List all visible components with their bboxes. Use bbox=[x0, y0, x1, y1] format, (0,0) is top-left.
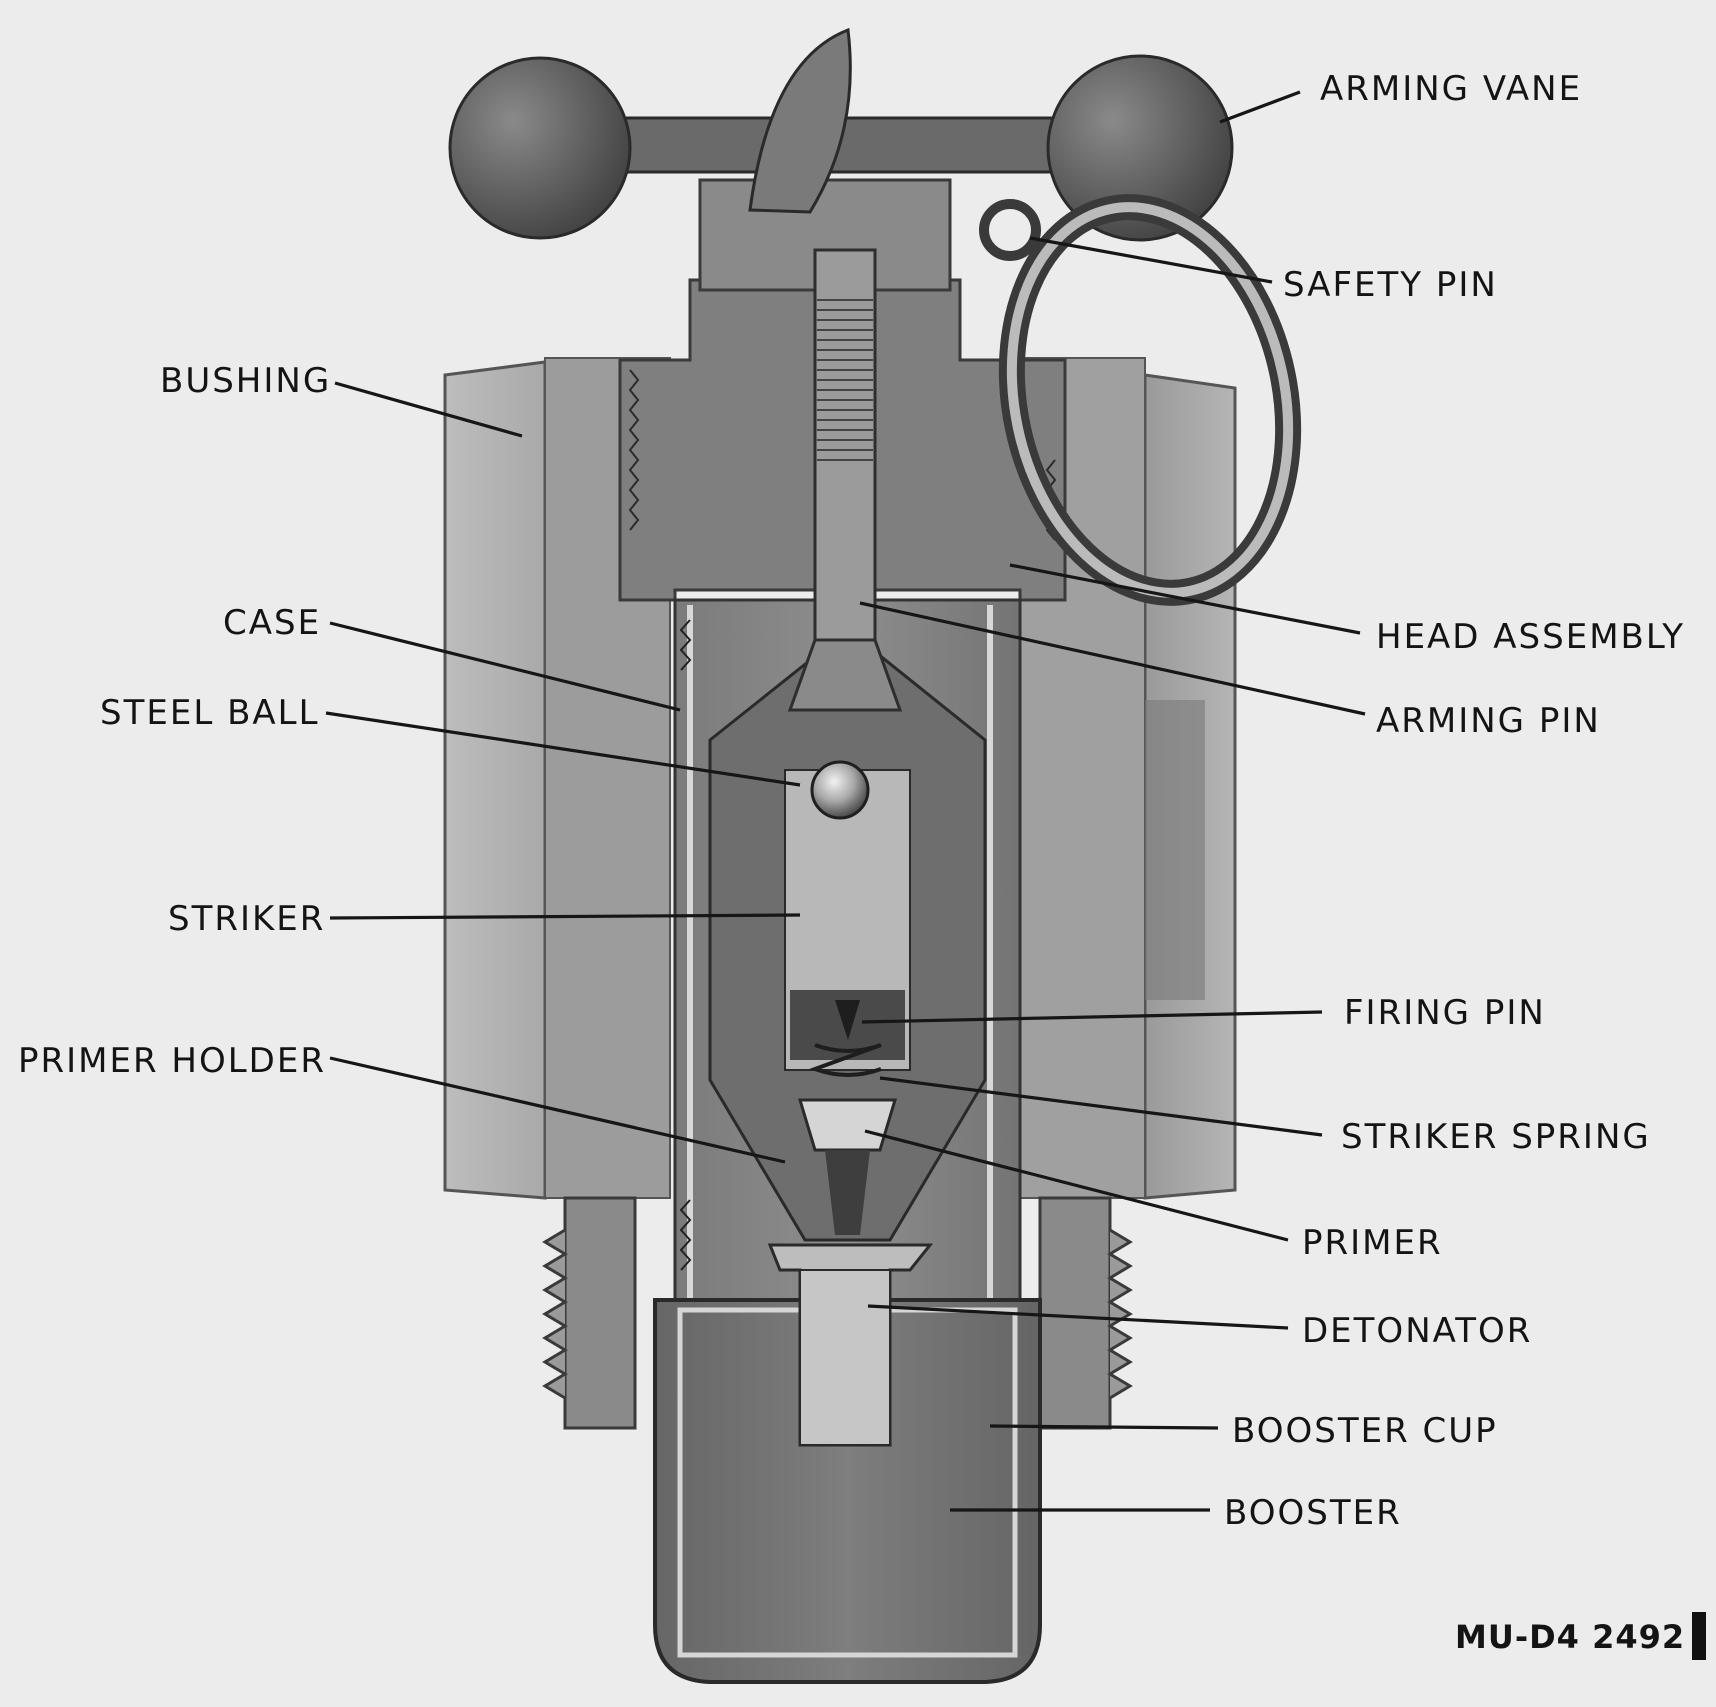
arming-vane bbox=[448, 27, 1234, 242]
detonator bbox=[767, 1243, 934, 1447]
leader-arming-vane bbox=[1219, 90, 1301, 124]
leader-firing-pin bbox=[861, 1010, 1323, 1024]
label-striker: STRIKER bbox=[168, 899, 325, 939]
leader-detonator bbox=[867, 1304, 1289, 1330]
leader-primer-holder bbox=[329, 1056, 786, 1164]
label-firing-pin: FIRING PIN bbox=[1344, 993, 1546, 1033]
label-primer-holder: PRIMER HOLDER bbox=[18, 1041, 326, 1081]
label-case: CASE bbox=[223, 603, 321, 643]
leader-safety-pin bbox=[1029, 236, 1273, 284]
figure-reference: MU-D4 2492 bbox=[1455, 1618, 1685, 1656]
leader-striker-spring bbox=[879, 1076, 1323, 1137]
threaded-collar bbox=[542, 1196, 1133, 1430]
safety-pin bbox=[979, 194, 1302, 606]
fuze-illustration bbox=[443, 27, 1302, 1684]
primer bbox=[797, 1098, 898, 1235]
leader-striker bbox=[329, 913, 801, 920]
labels: ARMING VANE SAFETY PIN BUSHING HEAD ASSE… bbox=[18, 69, 1706, 1660]
leader-primer bbox=[864, 1129, 1289, 1242]
label-arming-pin: ARMING PIN bbox=[1376, 701, 1601, 741]
firing-pin-and-spring bbox=[809, 1000, 882, 1077]
reference-bar bbox=[1692, 1612, 1706, 1660]
label-arming-vane: ARMING VANE bbox=[1320, 69, 1582, 109]
leader-case bbox=[329, 621, 681, 712]
leader-lines bbox=[325, 90, 1366, 1512]
label-bushing: BUSHING bbox=[160, 361, 331, 401]
label-striker-spring: STRIKER SPRING bbox=[1341, 1117, 1651, 1157]
label-detonator: DETONATOR bbox=[1302, 1311, 1532, 1351]
label-safety-pin: SAFETY PIN bbox=[1283, 265, 1498, 305]
label-primer: PRIMER bbox=[1302, 1223, 1443, 1263]
booster-cup bbox=[653, 1298, 1042, 1684]
leader-arming-pin bbox=[859, 601, 1366, 716]
label-steel-ball: STEEL BALL bbox=[100, 693, 320, 733]
label-head-assembly: HEAD ASSEMBLY bbox=[1376, 617, 1685, 657]
arming-pin bbox=[787, 248, 903, 712]
steel-ball bbox=[810, 760, 870, 820]
label-booster-cup: BOOSTER CUP bbox=[1232, 1411, 1498, 1451]
leader-head-assembly bbox=[1009, 563, 1361, 635]
label-booster: BOOSTER bbox=[1224, 1493, 1402, 1533]
leader-bushing bbox=[334, 381, 523, 438]
leader-booster-cup bbox=[989, 1424, 1219, 1430]
leader-steel-ball bbox=[325, 711, 801, 787]
